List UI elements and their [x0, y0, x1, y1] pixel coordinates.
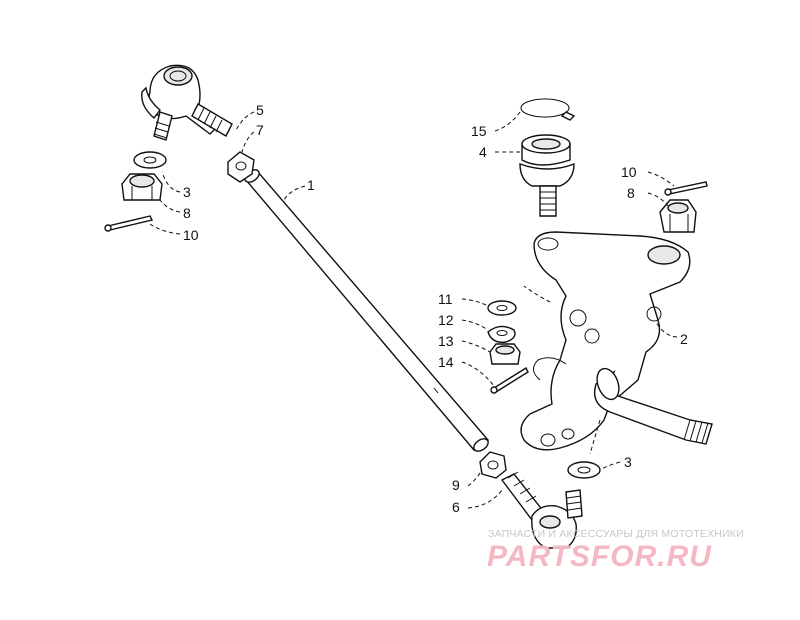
callout-3-upper: 3	[183, 184, 191, 200]
watermark-caption: ЗАПЧАСТИ И АКСЕССУАРЫ ДЛЯ МОТОТЕХНИКИ	[488, 528, 744, 540]
tie-rod-end-upper	[141, 64, 233, 141]
callout-12: 12	[438, 312, 454, 328]
callout-1: 1	[307, 177, 315, 193]
callout-3-lower: 3	[624, 454, 632, 470]
cotter-pin-upper-left	[104, 215, 154, 232]
callout-6: 6	[452, 499, 460, 515]
washer-upper-left	[133, 151, 167, 169]
callout-10-upper: 10	[183, 227, 199, 243]
washer-11	[487, 300, 517, 316]
tie-rod	[244, 169, 490, 452]
castle-nut-upper-left	[121, 173, 163, 201]
callout-7: 7	[256, 122, 264, 138]
castle-nut-right	[659, 199, 697, 233]
callout-8-right: 8	[627, 185, 635, 201]
callout-9: 9	[452, 477, 460, 493]
steering-knuckle	[520, 231, 713, 451]
cotter-pin-right	[664, 181, 708, 196]
cotter-pin-14	[490, 366, 529, 394]
castle-nut-13	[489, 343, 521, 365]
callout-5: 5	[256, 102, 264, 118]
leader-lines	[149, 111, 678, 509]
ball-joint	[519, 134, 575, 217]
wave-washer-12	[487, 325, 516, 343]
watermark-logo: PARTSFOR.RU	[487, 540, 712, 573]
retaining-ring	[520, 98, 576, 121]
callout-15: 15	[471, 123, 487, 139]
callout-13: 13	[438, 333, 454, 349]
jam-nut-upper	[227, 151, 255, 183]
jam-nut-lower	[479, 451, 507, 479]
callout-2: 2	[680, 331, 688, 347]
callout-14: 14	[438, 354, 454, 370]
tie-rod-end-lower	[500, 471, 583, 549]
callout-10-right: 10	[621, 164, 637, 180]
washer-lower-right	[567, 461, 601, 479]
callout-8-upper: 8	[183, 205, 191, 221]
callout-4: 4	[479, 144, 487, 160]
callout-11: 11	[438, 291, 453, 307]
